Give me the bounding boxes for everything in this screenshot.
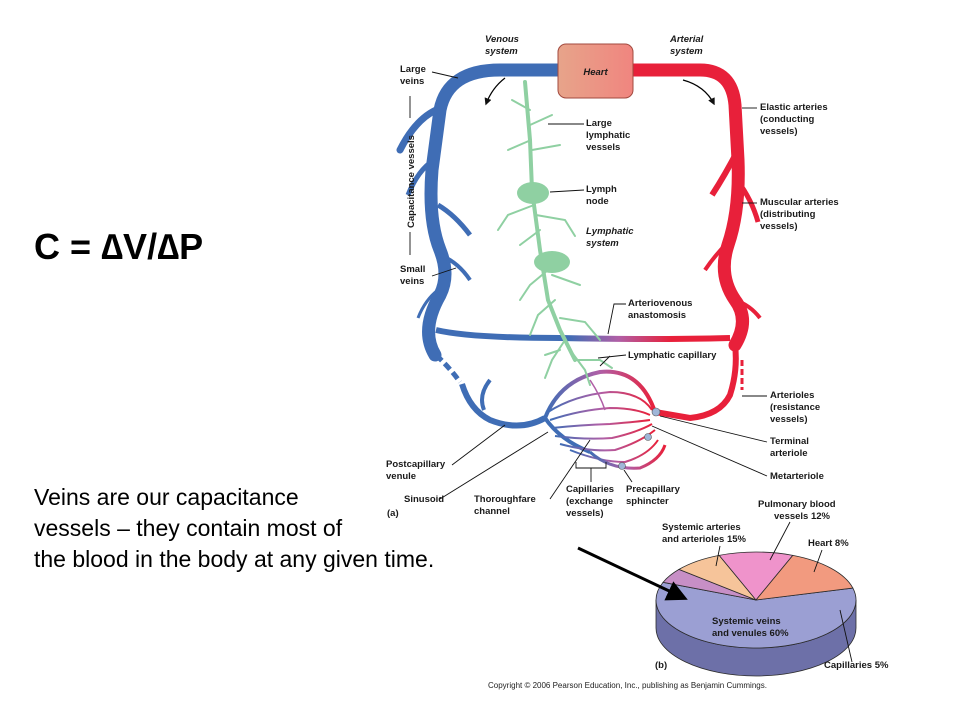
arterioles-label: (resistance — [770, 402, 820, 413]
small-veins-label: veins — [400, 276, 424, 287]
slice-label-capillaries: Capillaries 5% — [824, 660, 889, 671]
lymph-node-label: node — [586, 196, 609, 207]
large-lymphatic-vessels-label: lymphatic — [586, 130, 630, 141]
postcapillary-venule-label: Postcapillary — [386, 459, 446, 470]
precapillary-sphincter-label: sphincter — [626, 496, 669, 507]
heart-label: Heart — [583, 67, 608, 78]
capacitance-formula: C = ∆V/∆P — [34, 226, 204, 267]
pie-slice — [655, 581, 857, 649]
panel-a-label: (a) — [387, 508, 399, 519]
venous-trunk — [422, 63, 567, 362]
lymphatic-capillary-label: Lymphatic capillary — [628, 350, 717, 361]
large-lymphatic-vessels-label: vessels — [586, 142, 620, 153]
terminal-arteriole-label: arteriole — [770, 448, 808, 459]
capacitance-vessels-label: Capacitance vessels — [406, 135, 417, 228]
thoroughfare-channel-label: Thoroughfare — [474, 494, 536, 505]
heart — [557, 43, 634, 99]
venous-system-label: Venous — [485, 34, 519, 45]
slice-label-arteries: Systemic arteries — [662, 522, 741, 533]
blood-distribution-pie — [655, 551, 857, 677]
arteriovenous-anastomosis-label: anastomosis — [628, 310, 686, 321]
caption: Veins are our capacitance vessels – they… — [34, 482, 654, 575]
lymphatic-system-label: Lymphatic — [586, 226, 634, 237]
capillaries-label: vessels) — [566, 508, 604, 519]
pie-slices — [655, 551, 857, 649]
capillary-bed — [543, 369, 667, 470]
venous-system-label: system — [485, 46, 518, 57]
elastic-arteries-label: (conducting — [760, 114, 815, 125]
elastic-arteries-label: vessels) — [760, 126, 798, 137]
precapillary-sphincter-label: Precapillary — [626, 484, 681, 495]
copyright-text: Copyright © 2006 Pearson Education, Inc.… — [488, 681, 767, 690]
lymphatic-system — [497, 80, 613, 386]
pie-slice — [718, 551, 794, 601]
slice-label-pulmonary: Pulmonary blood — [758, 499, 836, 510]
slice-label-pulmonary: vessels 12% — [774, 511, 831, 522]
figure-a-labels: Venous system Arterial system Large vein… — [386, 34, 839, 519]
caption-line: vessels – they contain most of — [34, 515, 343, 541]
arteriovenous-anastomosis — [435, 327, 731, 342]
pie-slice — [755, 554, 854, 601]
slice-label-veins: and venules 60% — [712, 628, 789, 639]
large-veins-label: Large — [400, 64, 426, 75]
lymphatic-system-label: system — [586, 238, 619, 249]
arterial-system-label: Arterial — [669, 34, 704, 45]
muscular-arteries-label: (distributing — [760, 209, 816, 220]
muscular-arteries-label: vessels) — [760, 221, 798, 232]
lymph-node — [534, 251, 570, 273]
lymph-node-label: Lymph — [586, 184, 617, 195]
arterial-system-label: system — [670, 46, 703, 57]
caption-line: the blood in the body at any given time. — [34, 546, 435, 572]
large-lymphatic-vessels-label: Large — [586, 118, 612, 129]
terminal-arteriole-label: Terminal — [770, 436, 809, 447]
lymph-node — [517, 182, 549, 204]
figure-b-labels: Systemic veins and venules 60% Capillari… — [655, 499, 889, 671]
slice-label-arteries: and arterioles 15% — [662, 534, 747, 545]
elastic-arteries-label: Elastic arteries — [760, 102, 828, 113]
muscular-arteries-label: Muscular arteries — [760, 197, 839, 208]
arteriovenous-anastomosis-label: Arteriovenous — [628, 298, 692, 309]
vessel-network: Heart — [396, 43, 762, 470]
arterioles-label: vessels) — [770, 414, 808, 425]
slice-label-heart: Heart 8% — [808, 538, 849, 549]
panel-b-label: (b) — [655, 660, 667, 671]
pointer-arrow — [577, 546, 688, 601]
postcapillary-venule-label: venule — [386, 471, 416, 482]
capillaries-label: (exchange — [566, 496, 613, 507]
capillaries-label: Capillaries — [566, 484, 614, 495]
arterioles-label: Arterioles — [770, 390, 814, 401]
large-veins-label: veins — [400, 76, 424, 87]
small-veins-label: Small — [400, 264, 425, 275]
slice-label-veins: Systemic veins — [712, 616, 781, 627]
caption-line: Veins are our capacitance — [34, 484, 299, 510]
thoroughfare-channel-label: channel — [474, 506, 510, 517]
sinusoid-label: Sinusoid — [404, 494, 444, 505]
metarteriole-label: Metarteriole — [770, 471, 824, 482]
arterial-trunk — [625, 63, 749, 352]
